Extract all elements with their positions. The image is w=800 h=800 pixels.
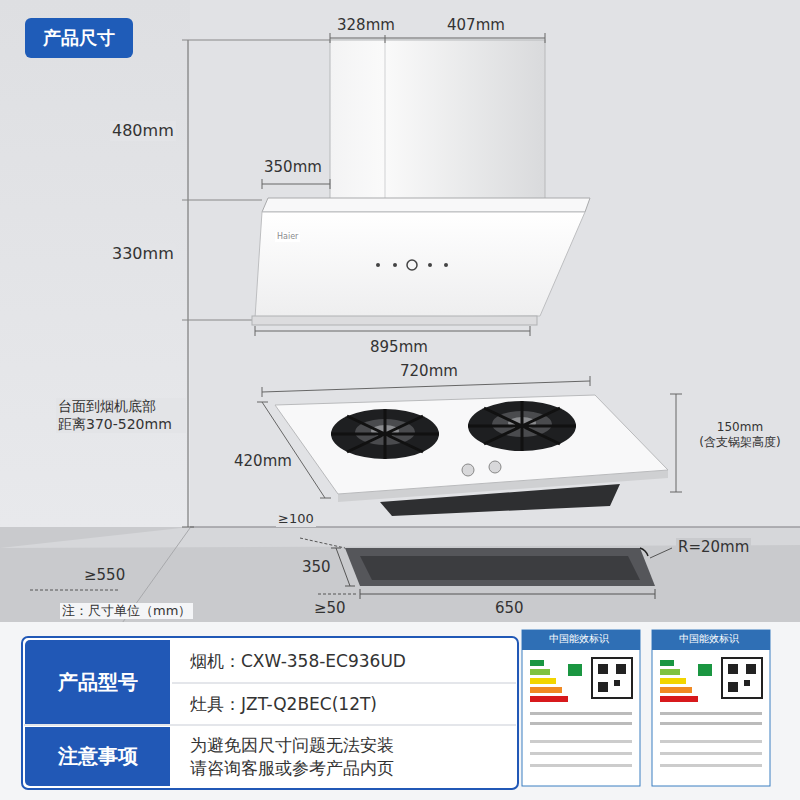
unit-note: 注：尺寸单位（mm） xyxy=(60,603,193,619)
model-cell: 灶具：JZT-Q2BEC(12T) xyxy=(172,684,516,724)
cell-text-group: 为避免因尺寸问题无法安装 请咨询客服或参考产品内页 xyxy=(190,734,498,780)
cell-text: 灶具：JZT-Q2BEC(12T) xyxy=(190,693,377,716)
cell-text: 为避免因尺寸问题无法安装 请咨询客服或参考产品内页 xyxy=(190,734,498,780)
note-cell: 为避免因尺寸问题无法安装 请咨询客服或参考产品内页 xyxy=(172,727,516,786)
brand-logo: Haier xyxy=(275,232,300,242)
cell-text: 产品型号 xyxy=(58,669,138,696)
title-badge: 产品尺寸 xyxy=(25,18,133,58)
dimension-label: 407mm xyxy=(445,16,507,35)
dimension-label: 328mm xyxy=(335,16,397,35)
dimension-label: 150mm (含支锅架高度) xyxy=(684,420,796,450)
dimension-label: 650 xyxy=(493,599,526,618)
model-cell: 烟机：CXW-358-EC936UD xyxy=(172,640,516,682)
cell-text: 注意事项 xyxy=(58,743,138,770)
header-cell: 产品型号 xyxy=(25,640,170,724)
dimension-label: 420mm xyxy=(232,452,294,471)
dimension-label: ≥50 xyxy=(312,599,348,618)
energy-label-title: 中国能效标识 xyxy=(677,633,741,646)
dimension-label: ≥550 xyxy=(82,566,127,585)
dimension-label: R=20mm xyxy=(676,538,751,557)
dimension-label: 895mm xyxy=(368,338,430,357)
cell-text: 烟机：CXW-358-EC936UD xyxy=(190,650,406,673)
cell-text-group: 烟机：CXW-358-EC936UD xyxy=(190,650,406,673)
cell-text-group: 产品型号 xyxy=(58,669,138,696)
cell-text-group: 注意事项 xyxy=(58,743,138,770)
header-cell: 注意事项 xyxy=(25,727,170,786)
energy-label-title: 中国能效标识 xyxy=(547,633,611,646)
dimension-label: 720mm xyxy=(398,362,460,381)
dimension-label: 350 xyxy=(300,558,333,577)
dimension-label: 330mm xyxy=(110,244,176,264)
cell-text-group: 灶具：JZT-Q2BEC(12T) xyxy=(190,693,377,716)
dimension-label: ≥100 xyxy=(276,511,316,527)
dimension-label: 480mm xyxy=(110,121,176,141)
note-label: 台面到烟机底部 距离370-520mm xyxy=(56,398,186,433)
dimension-label: 350mm xyxy=(262,158,324,177)
